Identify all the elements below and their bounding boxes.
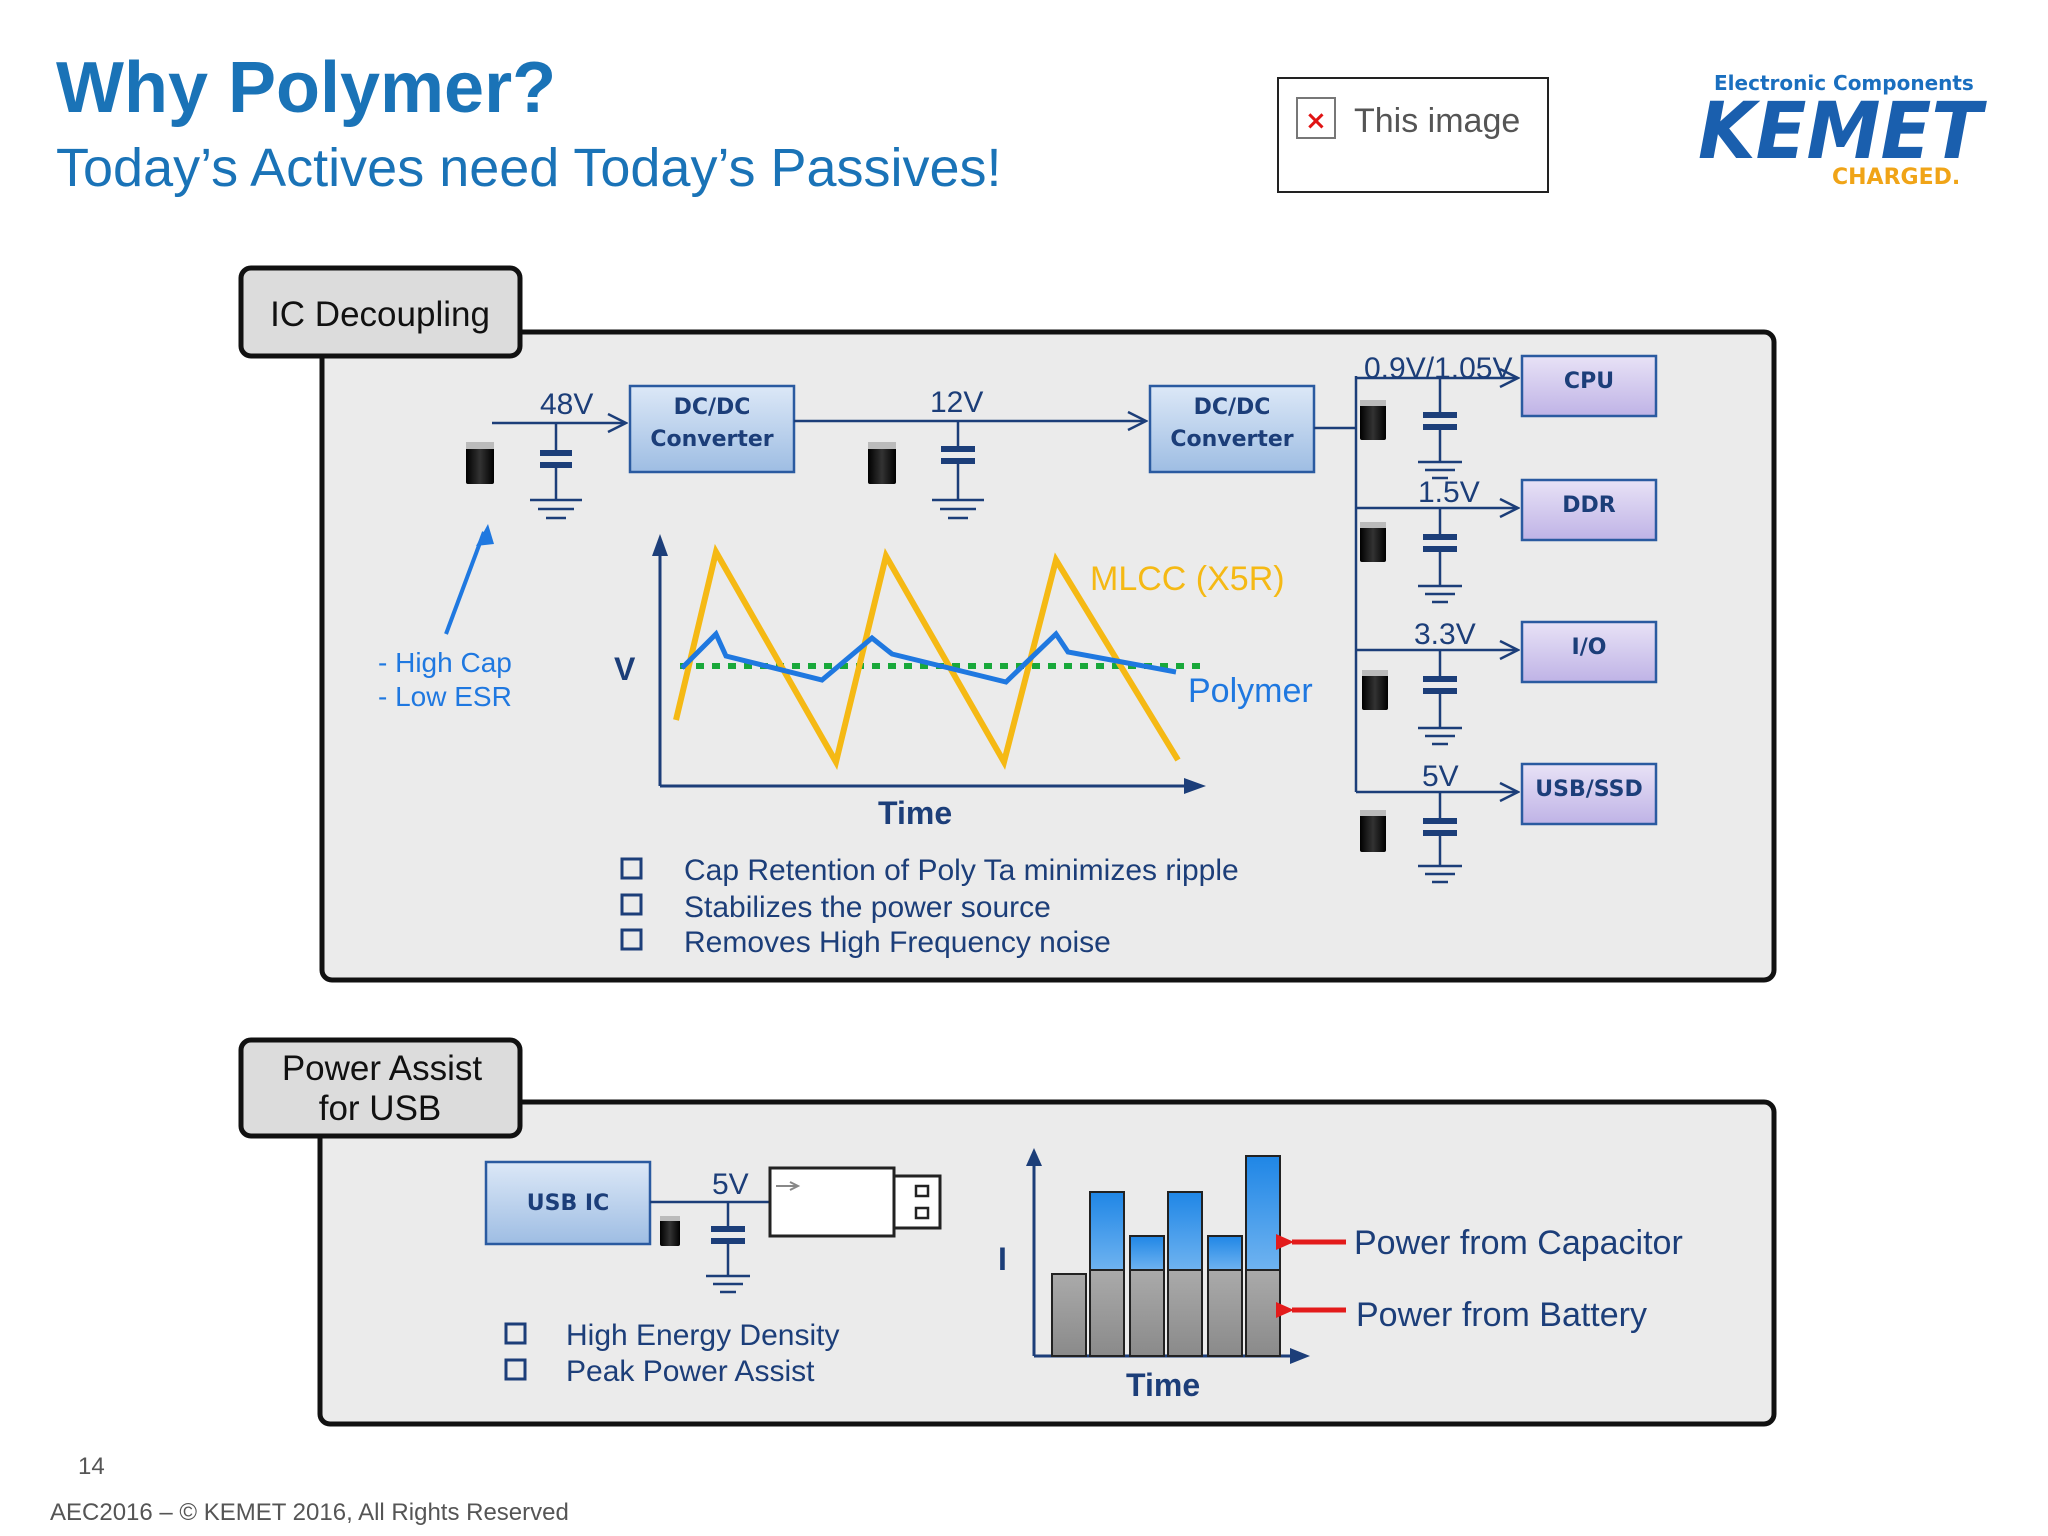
kemet-logo: Electronic Components KEMET CHARGED.: [1698, 71, 1988, 190]
usb-ic-block: USB IC: [484, 1160, 652, 1246]
capacitor-symbol-usb: [706, 1226, 750, 1294]
intermediate-voltage-label: 12V: [930, 386, 983, 419]
bullet-checkbox-icon: [620, 857, 643, 880]
dcdc-converter-2: DC/DC Converter: [1148, 384, 1316, 474]
usb-voltage-label: 5V: [712, 1168, 749, 1201]
bullet-checkbox-icon: [504, 1358, 527, 1381]
copyright: AEC2016 – © KEMET 2016, All Rights Reser…: [50, 1499, 569, 1526]
rail-3-voltage: 3.3V: [1414, 618, 1476, 651]
svg-text:DC/DC: DC/DC: [1194, 395, 1271, 420]
power-assist-tab-line-2: for USB: [319, 1089, 442, 1128]
capacitor-symbol-48v: [530, 450, 582, 520]
ripple-x-label: Time: [878, 795, 952, 831]
load-usb-ssd: USB/SSD: [1520, 762, 1658, 826]
tantalum-capacitor-icon: [1362, 670, 1388, 710]
power-assist-bullets: High Energy Density Peak Power Assist: [504, 1319, 839, 1388]
rail-1-voltage: 0.9V/1.05V: [1364, 352, 1512, 385]
load-ddr: DDR: [1520, 478, 1658, 542]
broken-image-icon: [1296, 97, 1336, 139]
bar-battery: [1089, 1269, 1125, 1357]
polymer-waveform: [680, 629, 1177, 685]
broken-image-alt: This image: [1354, 102, 1520, 140]
mlcc-waveform: [673, 543, 1181, 771]
tantalum-capacitor-icon: [660, 1216, 680, 1246]
svg-text:DC/DC: DC/DC: [674, 395, 751, 420]
broken-image-placeholder: × This image: [1277, 77, 1549, 193]
bar-capacitor: [1167, 1191, 1203, 1271]
callout-arrow: [444, 531, 486, 635]
polymer-label: Polymer: [1188, 672, 1313, 710]
ic-decoupling-tab-label: IC Decoupling: [270, 295, 490, 334]
rail-2-voltage: 1.5V: [1418, 476, 1480, 509]
cap-note-1: - High Cap: [378, 647, 512, 678]
bar-capacitor: [1089, 1191, 1125, 1271]
capacitor-symbol-rail-1: [1418, 412, 1462, 480]
ic-decoupling-tab: [238, 265, 523, 359]
bullet-item: Cap Retention of Poly Ta minimizes rippl…: [684, 854, 1239, 887]
tantalum-capacitor-icon: [868, 442, 896, 484]
capacitor-symbol-12v: [932, 446, 984, 520]
page-number: 14: [78, 1453, 105, 1480]
capacitor-symbol-rail-3: [1418, 676, 1462, 746]
tantalum-capacitor-icon: [1360, 400, 1386, 440]
svg-text:×: ×: [1305, 106, 1327, 136]
legend-capacitor: Power from Capacitor: [1354, 1224, 1683, 1262]
bar-battery: [1167, 1269, 1203, 1357]
capacitor-symbol-rail-4: [1418, 818, 1462, 884]
logo-brand: KEMET: [1698, 87, 1988, 177]
current-y-label: I: [998, 1241, 1007, 1277]
ripple-plot: V Time MLCC (X5R) Polymer: [614, 534, 1313, 831]
cap-note-2: - Low ESR: [378, 681, 512, 712]
bar-battery: [1207, 1269, 1243, 1357]
input-voltage-label: 48V: [540, 388, 593, 421]
bar-capacitor: [1207, 1235, 1243, 1271]
logo-tagline: CHARGED.: [1832, 165, 1960, 190]
logo-top-text: Electronic Components: [1714, 71, 1974, 95]
bullet-checkbox-icon: [504, 1322, 527, 1345]
power-assist-panel: [317, 1099, 1777, 1427]
current-x-label: Time: [1126, 1367, 1200, 1403]
rail-4-voltage: 5V: [1422, 760, 1459, 793]
svg-text:I/O: I/O: [1572, 635, 1607, 660]
slide-title: Why Polymer?: [56, 48, 556, 128]
svg-text:DDR: DDR: [1562, 493, 1616, 518]
bullet-item: Removes High Frequency noise: [684, 926, 1111, 959]
dcdc-converter-1: DC/DC Converter: [628, 384, 796, 474]
power-assist-tab-line-1: Power Assist: [282, 1049, 483, 1088]
tantalum-capacitor-icon: [1360, 810, 1386, 852]
tantalum-capacitor-icon: [1360, 522, 1386, 562]
svg-text:CPU: CPU: [1564, 369, 1614, 394]
svg-text:USB IC: USB IC: [527, 1191, 609, 1216]
load-cpu: CPU: [1520, 354, 1658, 418]
bar-capacitor: [1245, 1155, 1281, 1271]
bar-capacitor: [1129, 1235, 1165, 1271]
bullet-item: Peak Power Assist: [566, 1355, 815, 1388]
bar-battery: [1245, 1269, 1281, 1357]
capacitor-symbol-rail-2: [1418, 534, 1462, 604]
bullet-item: Stabilizes the power source: [684, 891, 1051, 924]
svg-text:Converter: Converter: [1170, 427, 1293, 452]
power-assist-tab: [238, 1037, 523, 1139]
current-profile-chart: I Time Power from Capacitor Power from B…: [998, 1148, 1683, 1403]
bar-battery: [1129, 1269, 1165, 1357]
bullet-checkbox-icon: [620, 893, 643, 916]
tantalum-capacitor-icon: [466, 442, 494, 484]
ripple-y-label: V: [614, 651, 636, 687]
legend-battery: Power from Battery: [1356, 1296, 1647, 1334]
slide-subtitle: Today’s Actives need Today’s Passives!: [56, 138, 1002, 198]
ic-decoupling-bullets: Cap Retention of Poly Ta minimizes rippl…: [620, 854, 1239, 959]
mlcc-label: MLCC (X5R): [1090, 560, 1285, 598]
bar-battery: [1051, 1273, 1087, 1357]
ic-decoupling-panel: [319, 329, 1777, 983]
bullet-item: High Energy Density: [566, 1319, 839, 1352]
load-io: I/O: [1520, 620, 1658, 684]
usb-stick-icon: [768, 1166, 942, 1238]
bullet-checkbox-icon: [620, 928, 643, 951]
svg-text:USB/SSD: USB/SSD: [1535, 777, 1642, 802]
svg-text:Converter: Converter: [650, 427, 773, 452]
